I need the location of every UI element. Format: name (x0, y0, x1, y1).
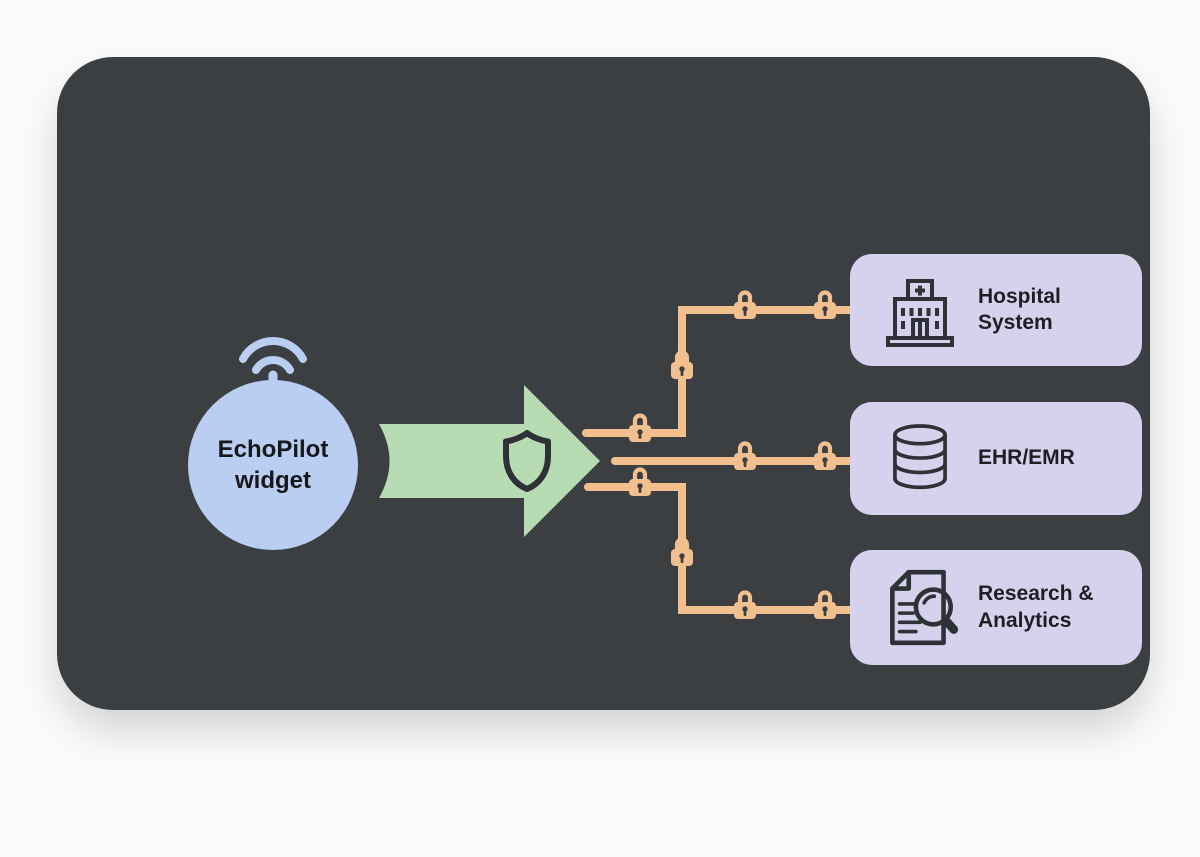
lock-icon (812, 439, 838, 471)
hospital-icon (872, 268, 968, 352)
node-ehr-emr-label: EHR/EMR (978, 446, 1075, 470)
node-hospital-system-label: Hospital System (978, 284, 1061, 334)
lock-icon (669, 348, 695, 380)
node-research-analytics-label: Research & Analytics (978, 582, 1094, 632)
node-ehr-emr: EHR/EMR (850, 402, 1142, 515)
lock-icon (669, 535, 695, 567)
lock-icon (812, 288, 838, 320)
lock-icon (812, 588, 838, 620)
diagram: EchoPilot widget (57, 57, 1150, 710)
wifi-icon (239, 337, 307, 385)
lock-icon (627, 411, 653, 443)
document-search-icon (872, 565, 968, 651)
connector-hospital-system (582, 306, 856, 437)
database-icon (872, 415, 968, 503)
diagram-canvas: EchoPilot widget (57, 57, 1150, 710)
echopilot-widget-node: EchoPilot widget (188, 380, 358, 550)
flow-arrow (379, 385, 600, 537)
lock-icon (627, 465, 653, 497)
node-hospital-system: Hospital System (850, 254, 1142, 366)
shield-icon (503, 430, 551, 492)
lock-icon (732, 288, 758, 320)
source-node-label: EchoPilot widget (217, 435, 329, 494)
lock-icon (732, 439, 758, 471)
lock-icon (732, 588, 758, 620)
node-research-analytics: Research & Analytics (850, 550, 1142, 665)
